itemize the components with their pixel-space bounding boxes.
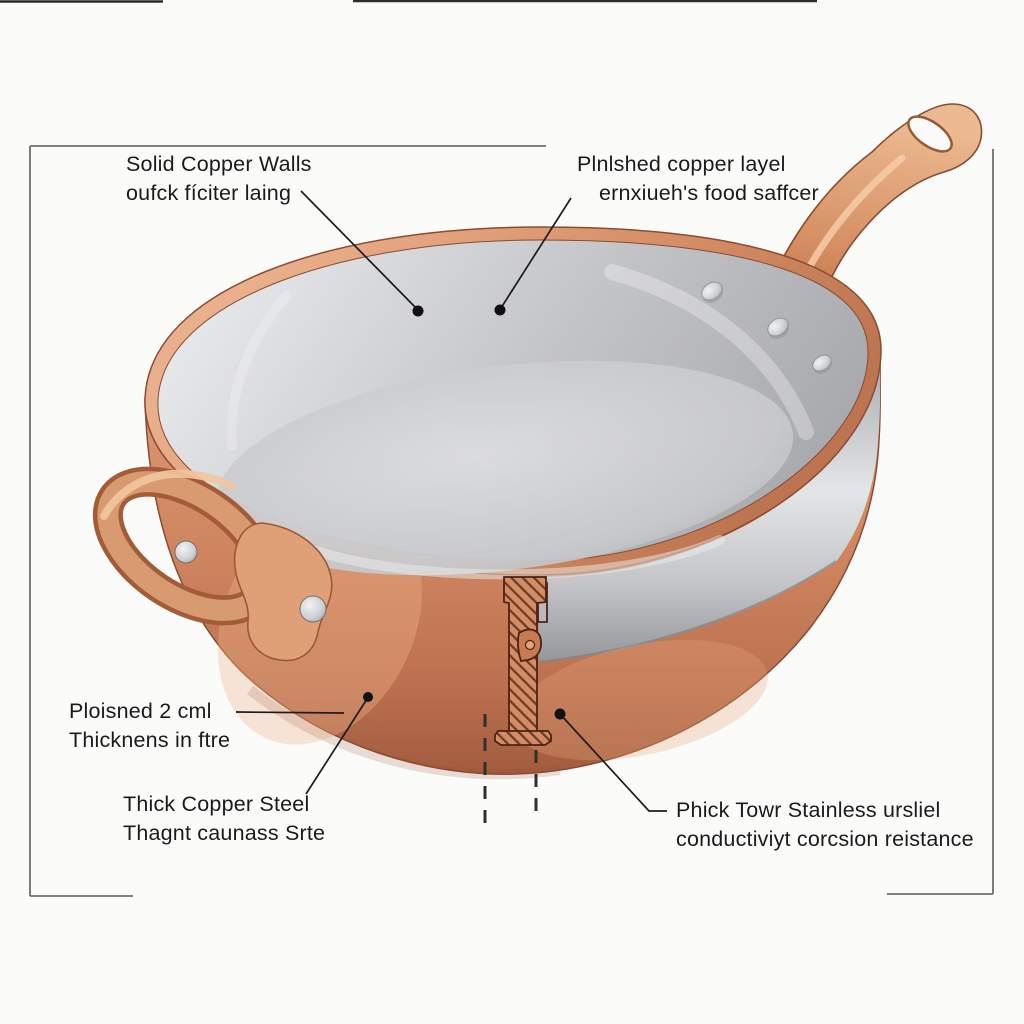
label-line: conductiviyt corcsion reistance bbox=[676, 827, 974, 851]
dot-polished-copper bbox=[494, 304, 506, 316]
leader-thickness bbox=[235, 711, 345, 714]
label-line: Phick Towr Stainless ursliel bbox=[676, 798, 941, 822]
label-line: Thick Copper Steel bbox=[123, 792, 310, 816]
helper-mount-plate bbox=[233, 522, 333, 662]
dot-solid-copper-walls bbox=[412, 305, 424, 317]
stainless-band-edge bbox=[538, 560, 837, 663]
leader-thick-copper-steel bbox=[305, 698, 368, 795]
label-thick-copper-steel: Thick Copper Steel Thagnt caunass Srte bbox=[123, 790, 325, 848]
label-line: Thicknens in ftre bbox=[69, 728, 231, 752]
frame-border bbox=[29, 145, 994, 897]
cutaway-section bbox=[494, 576, 552, 746]
leader-solid-copper-walls bbox=[300, 190, 418, 310]
label-line: Thagnt caunass Srte bbox=[123, 821, 326, 845]
callouts bbox=[235, 190, 667, 812]
leader-polished-copper bbox=[500, 197, 572, 309]
label-solid-copper-walls: Solid Copper Walls oufck fíciter laing bbox=[126, 150, 312, 208]
helper-handle-highlight bbox=[100, 469, 236, 520]
interior-floor bbox=[216, 360, 794, 576]
helper-handle bbox=[92, 466, 333, 662]
label-wall-thickness: Ploisned 2 cml Thicknens in ftre bbox=[69, 697, 230, 755]
leader-stainless bbox=[559, 713, 667, 812]
dot-thick-copper-steel bbox=[363, 692, 373, 702]
label-line: oufck fíciter laing bbox=[126, 181, 292, 205]
label-line: Plnlshed copper layel bbox=[577, 152, 786, 176]
helper-rivet-front bbox=[299, 595, 327, 623]
label-line: Solid Copper Walls bbox=[126, 152, 312, 176]
top-edge-lines bbox=[0, 0, 817, 3]
label-stainless-layer: Phick Towr Stainless ursliel conductiviy… bbox=[676, 796, 974, 854]
label-line: ernxiueh's food saffcer bbox=[599, 181, 819, 205]
interior-rivets bbox=[701, 281, 833, 374]
label-polished-copper-layer: Plnlshed copper layel ernxiueh's food sa… bbox=[577, 150, 819, 208]
projection-dashed-lines bbox=[483, 714, 538, 824]
dot-stainless bbox=[554, 708, 566, 720]
helper-rivet-back bbox=[174, 540, 198, 564]
handle-hang-hole bbox=[907, 115, 953, 153]
label-line: Ploisned 2 cml bbox=[69, 699, 212, 723]
interior-reflections bbox=[226, 264, 814, 580]
cutaway-base-flange bbox=[494, 730, 552, 746]
